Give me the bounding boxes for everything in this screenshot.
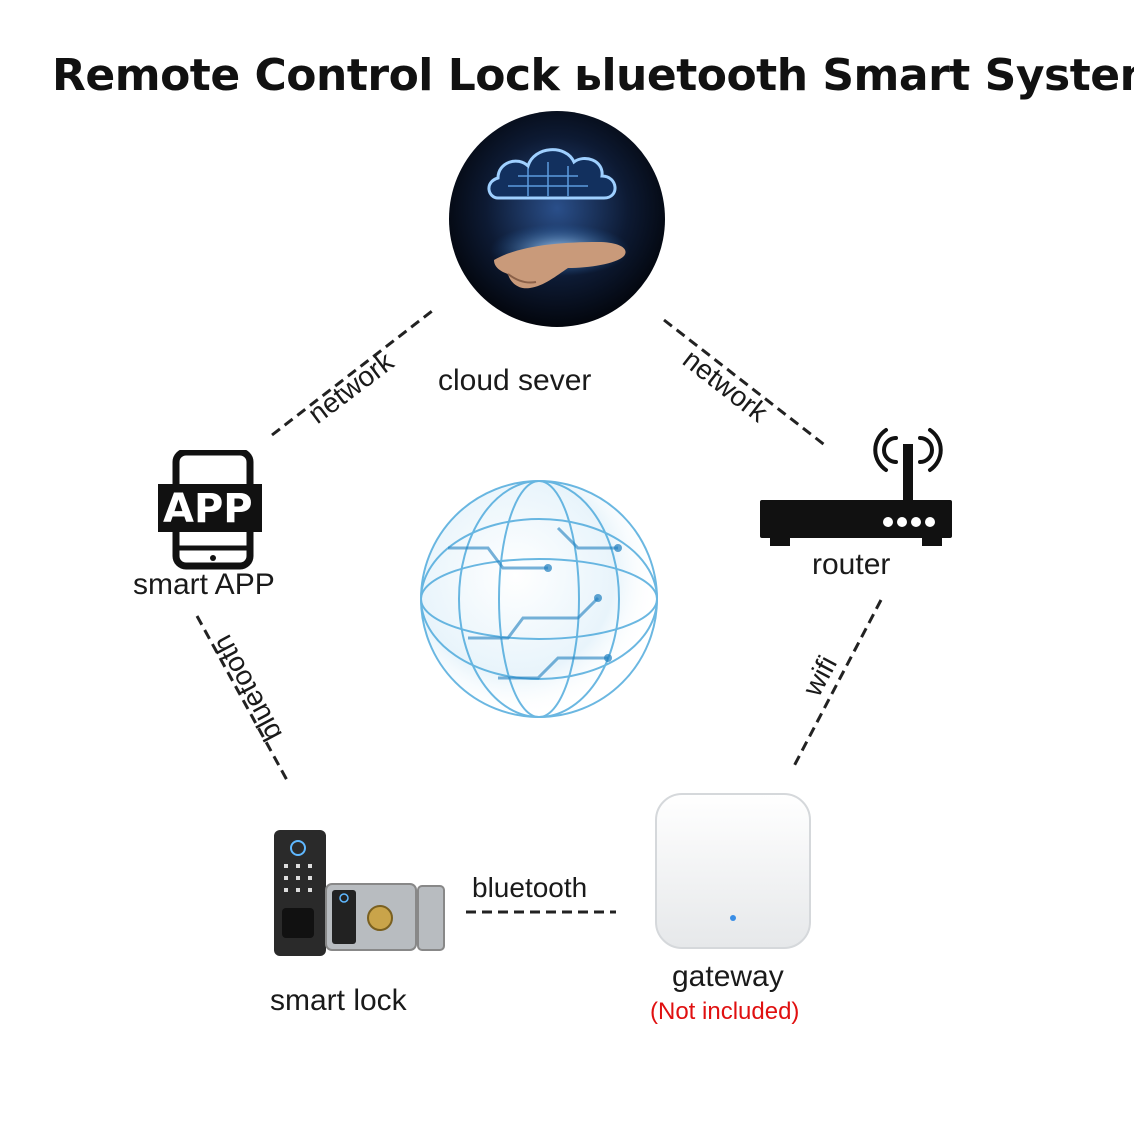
cloud-server-icon — [449, 111, 665, 327]
cloud-server-label: cloud sever — [438, 364, 592, 397]
smart-app-node — [158, 448, 268, 570]
smart-lock-node — [268, 826, 448, 960]
gateway-icon — [655, 793, 811, 949]
globe-icon — [420, 480, 658, 718]
gateway-node — [652, 790, 814, 952]
smart-lock-label: smart lock — [270, 984, 407, 1017]
gateway-label: gateway — [672, 960, 784, 993]
diagram-title: Remote Control Lock ьluetooth Smart Syst… — [52, 50, 1134, 101]
router-icon — [760, 428, 952, 546]
gateway-not-included-note: (Not included) — [650, 998, 800, 1025]
smartphone-app-icon — [158, 448, 262, 570]
line-app-cloud — [271, 306, 437, 437]
globe-graphic — [408, 468, 670, 730]
cloud-server-node — [448, 110, 666, 328]
smart-app-label: smart APP — [133, 568, 275, 601]
line-cloud-router — [663, 318, 827, 448]
app-badge-text: APP — [163, 486, 253, 532]
router-node — [760, 424, 956, 550]
connection-label-lock-gateway: bluetooth — [472, 872, 588, 903]
router-label: router — [812, 548, 891, 581]
smart-lock-icon — [274, 830, 445, 956]
